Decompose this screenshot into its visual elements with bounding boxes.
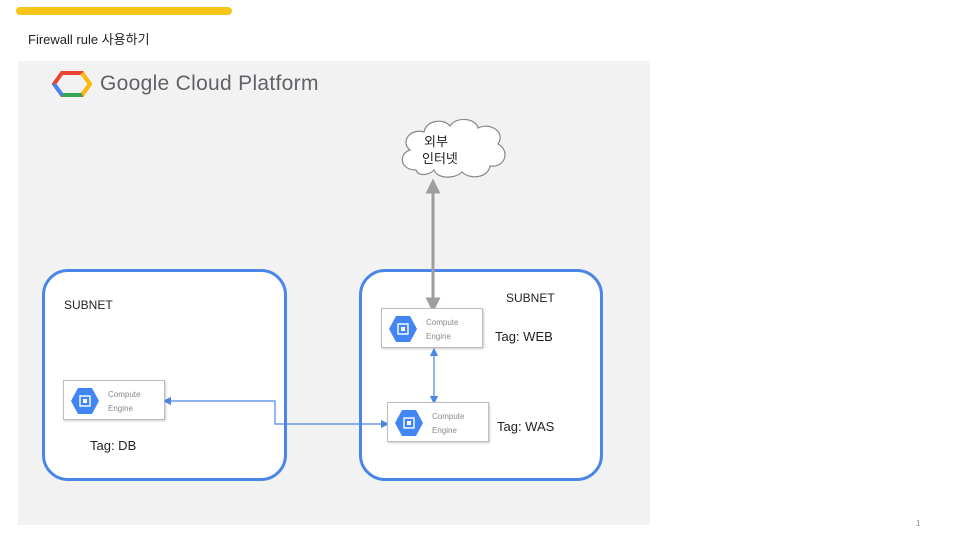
- accent-bar: [16, 7, 232, 15]
- db-to-was-link: [162, 396, 390, 429]
- internet-label-line2: 인터넷: [422, 151, 458, 166]
- subnet-left-label: SUBNET: [64, 298, 113, 312]
- tag-db: Tag: DB: [90, 438, 137, 453]
- subnet-right-label: SUBNET: [506, 291, 555, 305]
- engine-label-line2: Engine: [426, 332, 451, 341]
- engine-label-line1: Compute: [432, 412, 465, 421]
- internet-cloud-icon: [401, 118, 506, 178]
- tag-was: Tag: WAS: [497, 419, 555, 434]
- compute-engine-was: Compute Engine: [387, 402, 489, 442]
- subnet-left: [42, 269, 287, 481]
- compute-engine-icon: [395, 410, 423, 436]
- engine-label: Compute Engine: [426, 316, 458, 344]
- gcp-hexagon-icon: [52, 71, 92, 97]
- gcp-logo: Google Cloud Platform: [52, 70, 319, 98]
- compute-engine-web: Compute Engine: [381, 308, 483, 348]
- tag-web: Tag: WEB: [495, 329, 553, 344]
- compute-engine-icon: [71, 388, 99, 414]
- compute-engine-db: Compute Engine: [63, 380, 165, 420]
- subnet-right: [359, 269, 603, 481]
- engine-label-line1: Compute: [108, 390, 141, 399]
- engine-label: Compute Engine: [432, 410, 464, 438]
- engine-label-line1: Compute: [426, 318, 459, 327]
- engine-label: Compute Engine: [108, 388, 140, 416]
- engine-label-line2: Engine: [432, 426, 457, 435]
- engine-label-line2: Engine: [108, 404, 133, 413]
- page-number: 1: [916, 519, 921, 528]
- internet-label: 외부 인터넷: [422, 133, 458, 167]
- internet-label-line1: 외부: [424, 134, 448, 149]
- slide-title: Firewall rule 사용하기: [28, 32, 150, 47]
- compute-engine-icon: [389, 316, 417, 342]
- gcp-brand-text: Google Cloud Platform: [100, 72, 319, 95]
